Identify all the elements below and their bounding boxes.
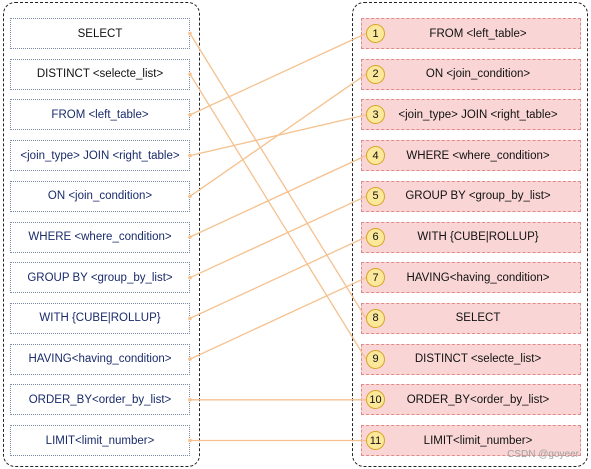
written-clause-box: LIMIT<limit_number> bbox=[10, 425, 190, 456]
step-number-badge: 4 bbox=[366, 146, 385, 166]
written-clause-label: ON <join_condition> bbox=[47, 190, 153, 203]
execution-step-box: SELECT bbox=[361, 302, 581, 334]
execution-order-panel bbox=[352, 2, 588, 467]
watermark: CSDN @goyeer bbox=[507, 449, 579, 460]
written-clause-label: WHERE <where_condition> bbox=[28, 231, 172, 243]
execution-step-box: WHERE <where_condition> bbox=[361, 140, 581, 172]
connector-line bbox=[189, 32, 367, 116]
execution-step-label: ON <join_condition> bbox=[425, 68, 531, 81]
execution-step-label: DISTINCT <selecte_list> bbox=[414, 353, 542, 366]
written-clause-box: GROUP BY <group_by_list> bbox=[10, 262, 190, 294]
connector-line bbox=[189, 155, 367, 238]
connector-start-dot bbox=[188, 357, 192, 361]
execution-step-box: WITH {CUBE|ROLLUP} bbox=[361, 221, 581, 253]
execution-step-box: LIMIT<limit_number> bbox=[361, 425, 581, 456]
connector-line bbox=[189, 195, 367, 279]
step-number-badge: 1 bbox=[366, 24, 385, 43]
execution-step-box: HAVING<having_condition> bbox=[361, 262, 581, 294]
written-clause-box: WITH {CUBE|ROLLUP} bbox=[10, 302, 190, 334]
written-clause-label: GROUP BY <group_by_list> bbox=[27, 271, 173, 284]
written-clause-box: WHERE <where_condition> bbox=[10, 221, 190, 253]
execution-step-label: ORDER_BY<order_by_list> bbox=[406, 393, 550, 406]
step-number-badge: 8 bbox=[366, 308, 385, 328]
connector-line bbox=[189, 114, 367, 157]
connector-start-dot bbox=[188, 113, 192, 117]
written-clause-label: LIMIT<limit_number> bbox=[45, 434, 155, 447]
written-clause-label: DISTINCT <selecte_list> bbox=[36, 68, 164, 81]
written-clause-box: <join_type> JOIN <right_table> bbox=[10, 140, 190, 172]
written-clause-box: DISTINCT <selecte_list> bbox=[10, 58, 190, 90]
connector-start-dot bbox=[188, 194, 192, 199]
connector-start-dot bbox=[188, 31, 192, 36]
written-clause-label: <join_type> JOIN <right_table> bbox=[20, 149, 180, 162]
execution-step-label: FROM <left_table> bbox=[429, 27, 527, 40]
step-number-badge: 5 bbox=[366, 186, 385, 206]
execution-step-box: GROUP BY <group_by_list> bbox=[361, 180, 581, 212]
execution-step-label: WHERE <where_condition> bbox=[406, 149, 550, 162]
written-clause-box: ON <join_condition> bbox=[10, 180, 190, 212]
written-clause-box: FROM <left_table> bbox=[10, 99, 190, 131]
step-number-badge: 6 bbox=[366, 227, 385, 247]
written-clause-label: FROM <left_table> bbox=[51, 108, 149, 121]
execution-step-label: WITH {CUBE|ROLLUP} bbox=[417, 231, 539, 243]
connector-line bbox=[189, 73, 367, 360]
execution-step-box: <join_type> JOIN <right_table> bbox=[361, 99, 581, 131]
execution-step-label: <join_type> JOIN <right_table> bbox=[398, 108, 558, 121]
written-clause-box: HAVING<having_condition> bbox=[10, 343, 190, 375]
step-number-badge: 2 bbox=[366, 64, 385, 84]
written-order-panel bbox=[3, 2, 200, 467]
connector-line bbox=[189, 277, 367, 360]
connector-line bbox=[189, 33, 367, 319]
step-number-badge: 7 bbox=[366, 268, 385, 288]
execution-step-label: LIMIT<limit_number> bbox=[423, 434, 533, 447]
execution-step-box: ORDER_BY<order_by_list> bbox=[361, 384, 581, 416]
execution-step-box: ON <join_condition> bbox=[361, 58, 581, 90]
execution-step-box: FROM <left_table> bbox=[361, 18, 581, 49]
execution-step-label: HAVING<having_condition> bbox=[406, 271, 550, 284]
step-number-badge: 9 bbox=[366, 349, 385, 369]
connector-start-dot bbox=[188, 316, 192, 321]
connector-start-dot bbox=[188, 153, 192, 158]
execution-step-box: DISTINCT <selecte_list> bbox=[361, 343, 581, 375]
connector-start-dot bbox=[188, 72, 192, 76]
written-clause-label: SELECT bbox=[77, 27, 123, 40]
written-clause-label: ORDER_BY<order_by_list> bbox=[28, 393, 172, 406]
connector-start-dot bbox=[188, 398, 192, 402]
execution-step-label: GROUP BY <group_by_list> bbox=[405, 190, 551, 203]
connector-line bbox=[189, 236, 367, 319]
connector-start-dot bbox=[188, 235, 192, 239]
written-clause-label: HAVING<having_condition> bbox=[28, 353, 172, 366]
connector-start-dot bbox=[188, 438, 192, 443]
written-clause-box: SELECT bbox=[10, 18, 190, 49]
connector-start-dot bbox=[188, 275, 192, 280]
execution-step-label: SELECT bbox=[455, 312, 501, 325]
step-number-badge: 3 bbox=[366, 105, 385, 125]
written-clause-label: WITH {CUBE|ROLLUP} bbox=[39, 312, 161, 325]
step-number-badge: 10 bbox=[366, 390, 385, 410]
step-number-badge: 11 bbox=[366, 431, 385, 450]
